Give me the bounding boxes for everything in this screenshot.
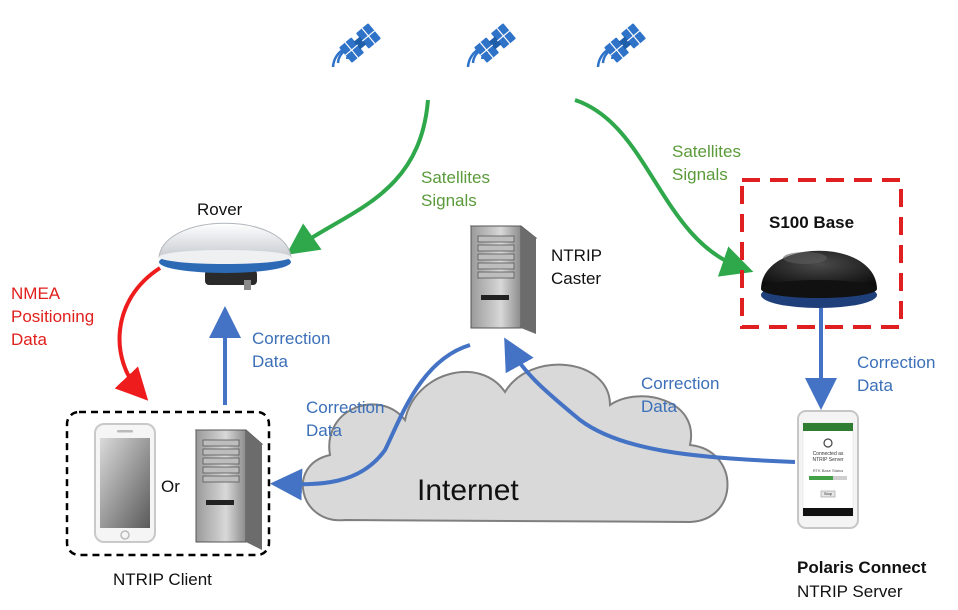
ntrip-server-label: NTRIP Server xyxy=(797,582,903,601)
or-label: Or xyxy=(161,477,180,496)
label-line: Data xyxy=(641,397,677,416)
internet-cloud-icon xyxy=(301,363,729,524)
label-line: Data xyxy=(11,330,47,349)
correction-arrow-to-client xyxy=(270,343,471,501)
label-line: Data xyxy=(306,421,342,440)
phone-base-status-text: RTK Base Status xyxy=(812,468,844,473)
internet-label: Internet xyxy=(417,474,519,507)
label-line: Correction xyxy=(252,329,331,348)
s100-base-label: S100 Base xyxy=(769,213,855,232)
satellite-icon-1 xyxy=(331,21,383,69)
label-line: Satellites xyxy=(421,168,490,187)
rover-label: Rover xyxy=(197,200,243,219)
label-line: Satellites xyxy=(672,142,741,161)
client-server-icon xyxy=(194,429,264,550)
ntrip-client-frame xyxy=(65,410,271,557)
label-line: NMEA xyxy=(11,284,61,303)
satellite-icon-3 xyxy=(596,21,648,69)
rover-antenna-icon xyxy=(158,222,292,290)
label-line: Signals xyxy=(672,165,728,184)
label-line: Signals xyxy=(421,191,477,210)
label-line: Correction xyxy=(857,353,936,372)
phone-stop-button: Stop xyxy=(823,491,833,496)
satellite-signals-left-label: Satellites Signals xyxy=(421,166,490,212)
signal-arrow-to-base xyxy=(574,98,754,277)
s100-base-frame xyxy=(740,178,903,329)
signal-arrow-to-rover xyxy=(286,99,430,255)
s100-base-device-icon xyxy=(761,250,877,308)
satellite-icon-2 xyxy=(466,21,518,69)
polaris-connect-label: Polaris Connect xyxy=(797,558,927,577)
phone-status-text: Connected as NTRIP Server xyxy=(812,451,844,463)
satellite-signals-right-label: Satellites Signals xyxy=(672,140,741,186)
polaris-connect-phone-icon xyxy=(797,410,859,529)
label-line: Correction xyxy=(306,398,385,417)
nmea-arrow xyxy=(114,266,162,401)
label-line: NTRIP xyxy=(551,246,602,265)
correction-arrow-to-caster xyxy=(504,337,796,464)
correction-data-server-label: Correction Data xyxy=(641,372,719,418)
ntrip-caster-server-icon xyxy=(469,225,538,334)
ntrip-client-label: NTRIP Client xyxy=(113,570,212,589)
nmea-label: NMEA Positioning Data xyxy=(11,282,94,351)
smartphone-icon xyxy=(94,423,156,543)
correction-data-rover-label: Correction Data xyxy=(252,327,330,373)
correction-data-client-label: Correction Data xyxy=(306,396,384,442)
label-line: Positioning xyxy=(11,307,95,326)
label-line: Correction xyxy=(641,374,720,393)
label-line: Data xyxy=(252,352,288,371)
correction-data-base-label: Correction Data xyxy=(857,351,935,397)
ntrip-caster-label: NTRIP Caster xyxy=(551,244,602,290)
label-line: Data xyxy=(857,376,893,395)
label-line: Caster xyxy=(551,269,602,288)
